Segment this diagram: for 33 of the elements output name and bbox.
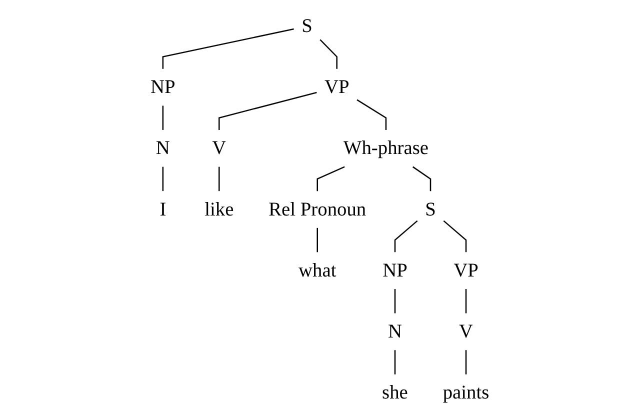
connector	[465, 289, 466, 314]
connector	[394, 289, 396, 314]
node-text: NP	[150, 76, 175, 98]
connector	[316, 166, 344, 192]
node-text: Rel Pronoun	[268, 198, 366, 220]
connector	[465, 350, 466, 374]
node-text: like	[204, 198, 234, 220]
node-text: V	[212, 138, 226, 160]
node-text: N	[156, 138, 170, 160]
node-text: what	[298, 260, 336, 282]
node-text: I	[159, 198, 166, 220]
connector	[394, 220, 418, 252]
connector	[442, 220, 466, 252]
node-text: NP	[382, 260, 408, 282]
node-text: VP	[324, 76, 349, 98]
node-text: S	[301, 16, 312, 37]
connector	[162, 106, 164, 130]
node-text: VP	[453, 260, 478, 282]
node-text: S	[424, 198, 436, 220]
node-text: V	[458, 321, 473, 342]
connector	[316, 228, 318, 252]
node-text: N	[388, 321, 402, 342]
connector	[162, 166, 164, 192]
connector	[356, 99, 386, 130]
connector	[218, 92, 316, 130]
connector	[394, 350, 396, 374]
connector	[319, 39, 338, 69]
node-text: paints	[442, 382, 489, 404]
connector	[412, 166, 431, 192]
node-text: she	[382, 382, 408, 404]
node-text: Wh-phrase	[343, 138, 428, 160]
connector	[162, 28, 294, 69]
connector	[218, 166, 220, 192]
